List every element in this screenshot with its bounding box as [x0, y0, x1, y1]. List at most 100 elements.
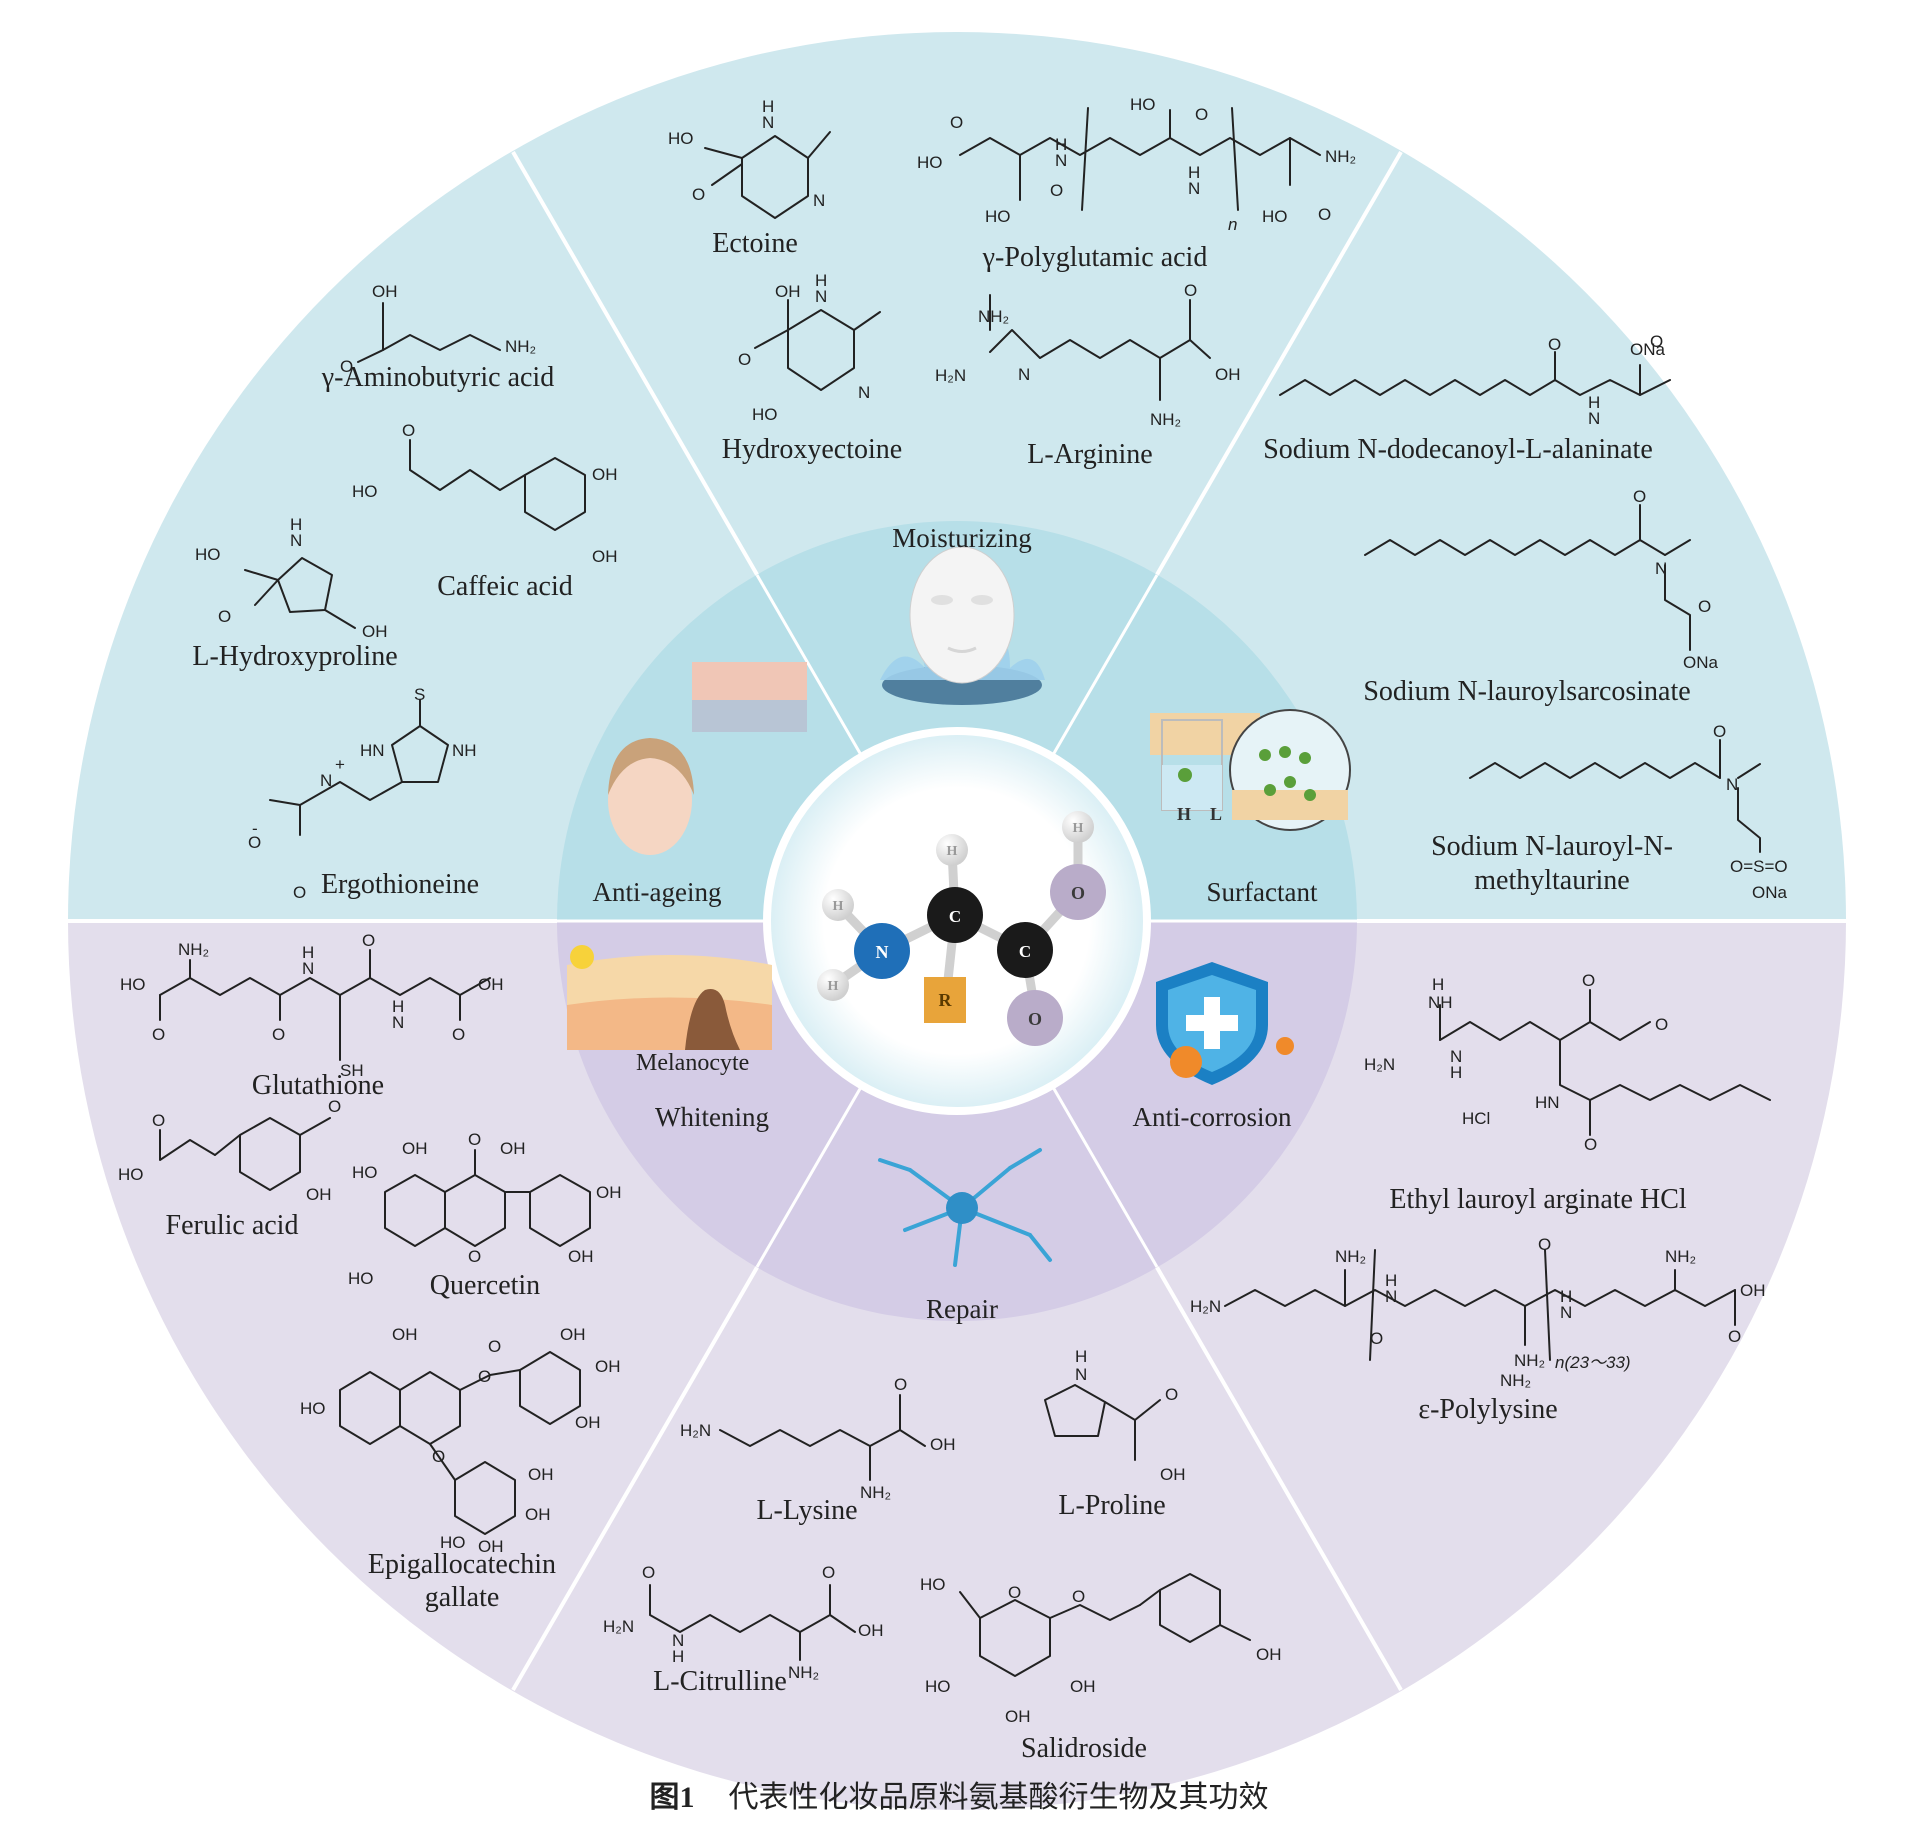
svg-text:HO: HO	[352, 482, 378, 501]
svg-text:O: O	[328, 1097, 341, 1116]
svg-text:OH: OH	[1256, 1645, 1282, 1664]
whitening-illustration: Melanocyte	[567, 945, 772, 1076]
compound-salidroside: Salidroside	[1021, 1733, 1147, 1764]
svg-text:HO: HO	[668, 129, 694, 148]
structure-taurine: O N O=S=O ONa	[1469, 722, 1788, 902]
svg-text:O: O	[1184, 281, 1197, 300]
r-group	[924, 977, 966, 1023]
svg-text:ONa: ONa	[1630, 340, 1666, 359]
svg-text:HN: HN	[1535, 1093, 1560, 1112]
compound-citrulline: L-Citrulline	[653, 1666, 787, 1697]
svg-text:O: O	[1698, 597, 1711, 616]
svg-text:O: O	[1370, 1329, 1383, 1348]
svg-text:O: O	[468, 1130, 481, 1149]
svg-text:H: H	[290, 515, 302, 534]
svg-text:NH₂: NH₂	[978, 307, 1009, 326]
atom-h-left-top	[822, 889, 854, 921]
structure-gaba: OH O NH₂	[340, 282, 536, 376]
svg-text:OH: OH	[596, 1183, 622, 1202]
svg-text:O: O	[488, 1337, 501, 1356]
svg-text:HO: HO	[752, 405, 778, 424]
svg-text:OH: OH	[775, 282, 801, 301]
inset-label-melanocyte: Melanocyte	[636, 1050, 749, 1076]
svg-text:-: -	[252, 819, 258, 838]
svg-text:OH: OH	[500, 1139, 526, 1158]
svg-text:O: O	[692, 185, 705, 204]
compound-ergothioneine: Ergothioneine	[321, 869, 479, 900]
svg-text:H: H	[1055, 135, 1067, 154]
svg-text:NH: NH	[452, 741, 477, 760]
svg-text:O: O	[894, 1375, 907, 1394]
svg-text:HN: HN	[360, 741, 385, 760]
svg-text:O: O	[1008, 1583, 1021, 1602]
structure-sarcosinate: O N O ONa	[1364, 487, 1719, 672]
svg-text:OH: OH	[592, 547, 618, 566]
svg-text:HO: HO	[925, 1677, 951, 1696]
structure-polylysine: NH₂ NH₂ NH₂ O OH H₂N H N H N O O NH₂ n(2…	[1190, 1235, 1766, 1390]
svg-text:O: O	[1582, 971, 1595, 990]
atom-n	[854, 923, 910, 979]
svg-text:OH: OH	[306, 1185, 332, 1204]
svg-text:OH: OH	[402, 1139, 428, 1158]
svg-text:N: N	[1075, 1365, 1087, 1384]
svg-text:H: H	[1560, 1287, 1572, 1306]
svg-text:HO: HO	[352, 1163, 378, 1182]
svg-text:HO: HO	[118, 1165, 144, 1184]
svg-text:O: O	[218, 607, 231, 626]
compound-arginine: L-Arginine	[1027, 439, 1152, 470]
svg-text:ONa: ONa	[1752, 883, 1788, 902]
compound-ferulic: Ferulic acid	[166, 1210, 299, 1241]
svg-text:O: O	[642, 1563, 655, 1582]
svg-text:HO: HO	[300, 1399, 326, 1418]
svg-text:OH: OH	[478, 975, 504, 994]
svg-text:O: O	[1072, 1587, 1085, 1606]
svg-text:O: O	[468, 1247, 481, 1266]
svg-text:OH: OH	[560, 1325, 586, 1344]
function-label-anti-corrosion: Anti-corrosion	[1133, 1102, 1292, 1132]
svg-text:OH: OH	[595, 1357, 621, 1376]
center-amino-acid: H H H N C C O O H R	[763, 727, 1151, 1115]
svg-text:O: O	[452, 1025, 465, 1044]
svg-text:H₂N: H₂N	[1190, 1297, 1221, 1316]
svg-text:O=S=O: O=S=O	[1730, 857, 1788, 876]
compound-proline: L-Proline	[1058, 1490, 1165, 1521]
svg-text:H: H	[1432, 975, 1444, 994]
svg-text:OH: OH	[392, 1325, 418, 1344]
structure-pga: HO HO HO HO O O O O NH₂ H N H N n	[917, 95, 1356, 234]
svg-text:O: O	[402, 421, 415, 440]
structure-ergothioneine: S HN NH N + O - O	[248, 685, 477, 902]
svg-text:OH: OH	[372, 282, 398, 301]
svg-text:O: O	[822, 1563, 835, 1582]
svg-text:S: S	[414, 685, 425, 704]
svg-text:HO: HO	[440, 1533, 466, 1552]
compound-lae: Ethyl lauroyl arginate HCl	[1389, 1184, 1687, 1215]
svg-text:O: O	[248, 833, 261, 852]
svg-text:O: O	[152, 1111, 165, 1130]
structure-alaninate: ONa O H N O	[1279, 332, 1671, 428]
inset-label-l: L	[1210, 804, 1222, 824]
structure-proline: H N O OH	[1044, 1347, 1186, 1484]
svg-text:NH₂: NH₂	[1665, 1247, 1696, 1266]
compound-alaninate: Sodium N-dodecanoyl-L-alaninate	[1263, 434, 1653, 465]
svg-text:O: O	[1195, 105, 1208, 124]
surfactant-illustration: H L	[1150, 709, 1351, 831]
structure-hydroxyectoine: OH H N N HO O	[738, 271, 881, 424]
svg-text:HO: HO	[1130, 95, 1156, 114]
compound-glutathione: Glutathione	[252, 1070, 384, 1101]
svg-text:H: H	[815, 271, 827, 290]
svg-text:SH: SH	[340, 1061, 364, 1080]
structure-arginine: NH₂ H₂N N O OH NH₂	[935, 281, 1241, 429]
svg-text:HO: HO	[985, 207, 1011, 226]
svg-text:O: O	[1633, 487, 1646, 506]
label-n: N	[876, 942, 889, 962]
svg-text:O: O	[152, 1025, 165, 1044]
svg-text:NH₂: NH₂	[505, 337, 536, 356]
repair-illustration	[878, 1148, 1052, 1267]
svg-text:+: +	[335, 755, 345, 774]
svg-text:NH₂: NH₂	[1514, 1351, 1545, 1370]
svg-text:OH: OH	[528, 1465, 554, 1484]
structure-caffeic: HO O OH OH	[352, 421, 618, 566]
structure-lae: H NH O H₂N N H HCl HN O O	[1364, 971, 1771, 1154]
svg-text:H: H	[1385, 1271, 1397, 1290]
